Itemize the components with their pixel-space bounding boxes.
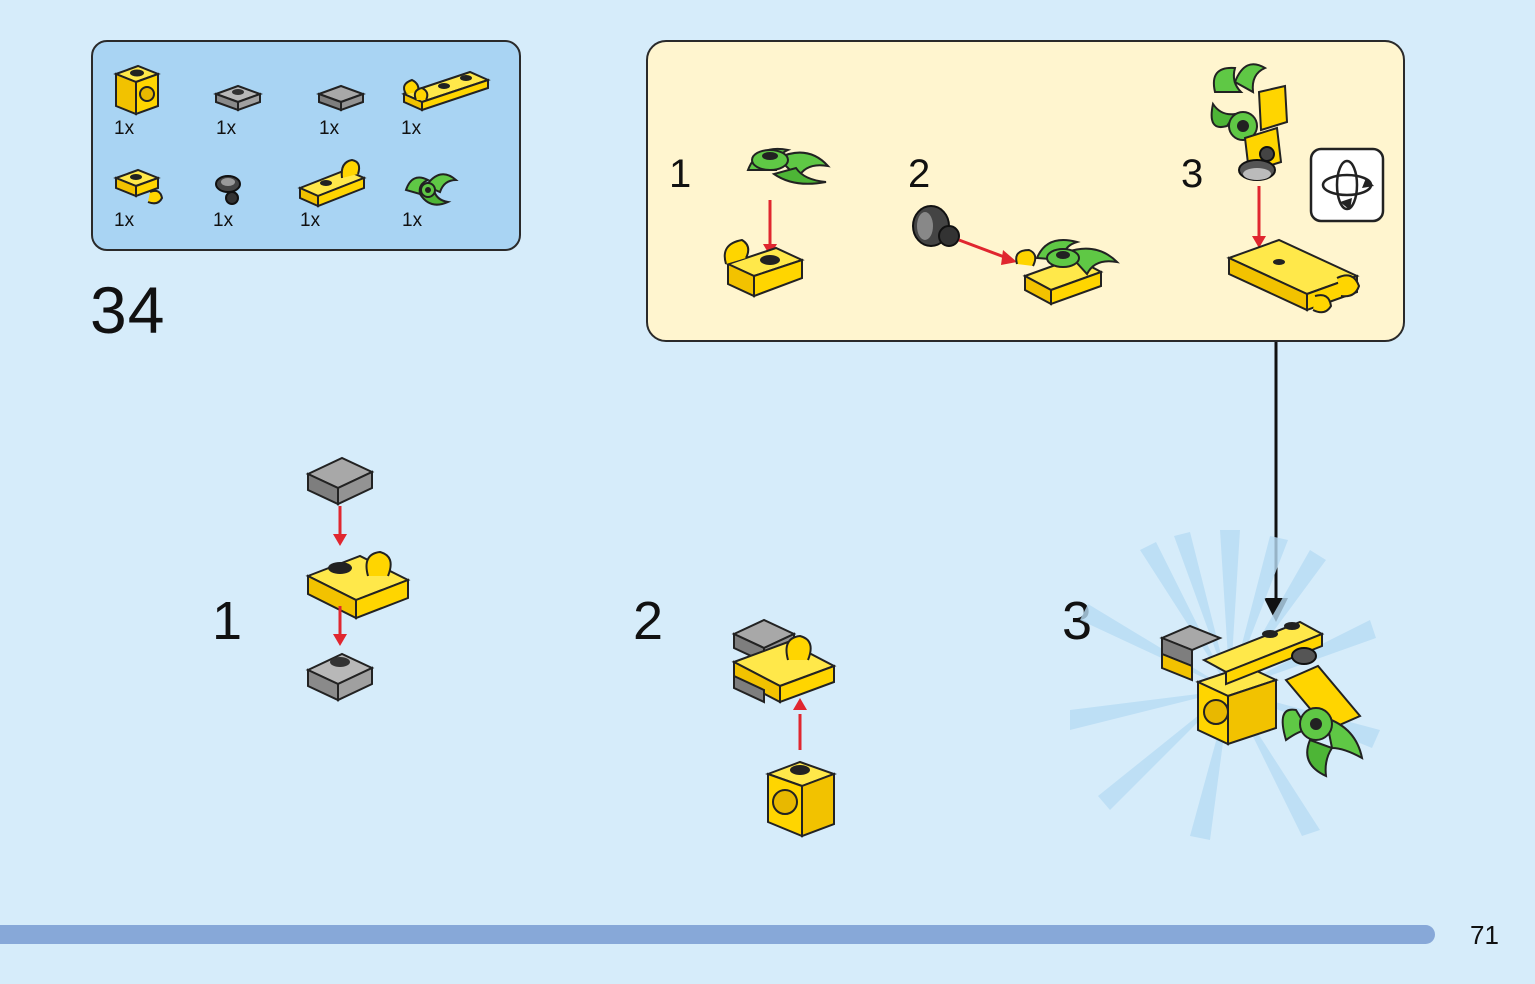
main-step-number: 1 bbox=[212, 591, 243, 651]
main-step-2-illustration bbox=[731, 618, 837, 838]
sub-step-number: 3 bbox=[1181, 152, 1204, 196]
part-qty: 1x bbox=[319, 118, 340, 139]
part-qty: 1x bbox=[300, 210, 321, 231]
part-qty: 1x bbox=[402, 210, 423, 231]
part-qty: 1x bbox=[213, 210, 234, 231]
page-progress-bar bbox=[0, 925, 1435, 944]
yellow-1x2-plate-clip-icon bbox=[297, 158, 367, 208]
yellow-plate-with-clips-icon bbox=[401, 70, 491, 112]
main-step-number: 2 bbox=[633, 591, 664, 651]
sub-step-1-illustration bbox=[723, 148, 831, 298]
yellow-plate-with-clip-icon bbox=[113, 168, 164, 205]
parts-list-panel bbox=[91, 40, 521, 251]
green-leaf-claw-icon bbox=[404, 173, 459, 206]
yellow-brick-with-hole-icon bbox=[113, 64, 161, 116]
main-step-3-illustration bbox=[1070, 530, 1380, 840]
part-qty: 1x bbox=[114, 210, 135, 231]
step-number: 34 bbox=[90, 273, 166, 347]
sub-step-2-illustration bbox=[912, 205, 1120, 306]
part-qty: 1x bbox=[401, 118, 422, 139]
main-step-1-illustration bbox=[305, 456, 411, 702]
sub-step-3-illustration bbox=[1210, 63, 1361, 314]
gray-tile-icon bbox=[316, 84, 366, 112]
sub-step-number: 2 bbox=[908, 152, 931, 196]
page-number: 71 bbox=[1470, 920, 1499, 950]
rotate-model-icon bbox=[1309, 147, 1385, 223]
part-qty: 1x bbox=[216, 118, 237, 139]
sub-step-number: 1 bbox=[669, 152, 692, 196]
part-qty: 1x bbox=[114, 118, 135, 139]
gray-round-plate-icon bbox=[213, 84, 263, 112]
black-ball-joint-icon bbox=[215, 175, 241, 205]
